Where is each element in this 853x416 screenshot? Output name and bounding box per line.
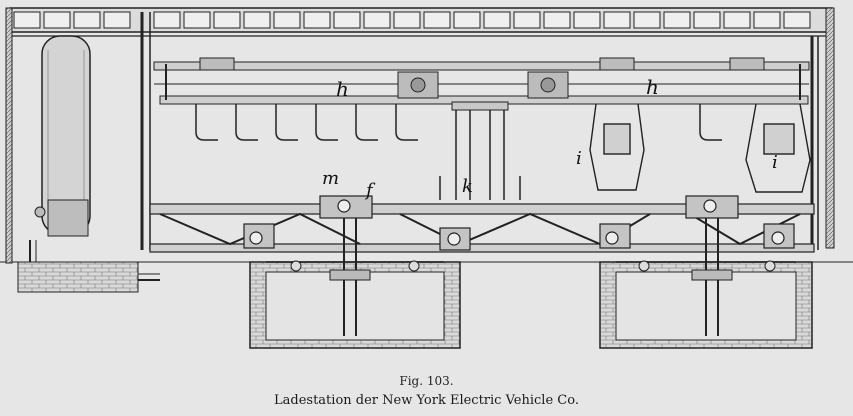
label-m: m bbox=[322, 168, 339, 189]
label-h-right: h bbox=[646, 75, 659, 99]
figure-number: Fig. 103. bbox=[399, 374, 454, 388]
label-h-left: h bbox=[336, 77, 349, 101]
label-i-right: i bbox=[772, 152, 778, 173]
figure-caption: Ladestation der New York Electric Vehicl… bbox=[274, 393, 579, 408]
label-f: f bbox=[364, 180, 376, 201]
engraving-figure: h h i i m f k bbox=[0, 7, 853, 349]
label-k: k bbox=[462, 176, 473, 197]
label-i-left: i bbox=[576, 148, 582, 169]
charging-station-drawing: h h i i m f k bbox=[0, 7, 853, 349]
